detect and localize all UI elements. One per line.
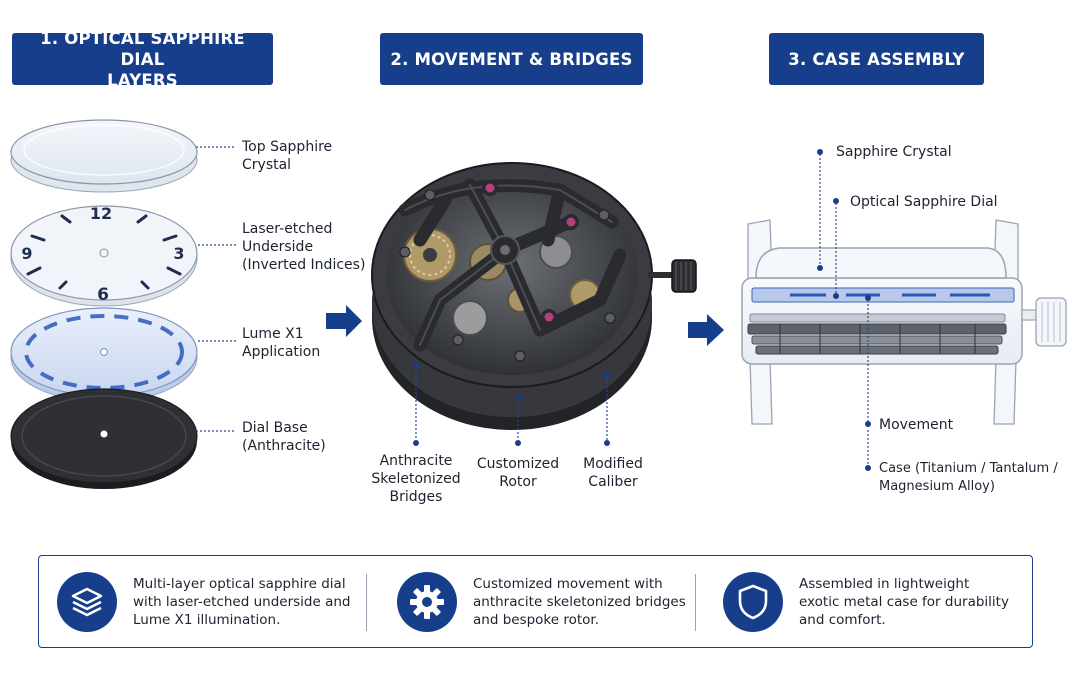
header-dial-layers-line2: LAYERS	[107, 70, 178, 90]
header-dial-layers-line1: 1. OPTICAL SAPPHIRE DIAL	[40, 28, 245, 69]
label-dial-base-line1: Dial Base	[242, 420, 308, 436]
ruby-jewels	[482, 180, 579, 325]
label-rotor-line2: Rotor	[499, 474, 537, 490]
numeral-3: 3	[173, 244, 184, 263]
label-movement: Movement	[879, 417, 954, 433]
label-case-line1: Case (Titanium / Tantalum /	[879, 461, 1058, 476]
dial-base-disc	[10, 388, 198, 489]
label-rotor-line1: Customized	[476, 456, 560, 472]
label-caliber-line2: Caliber	[588, 474, 638, 490]
label-laser-etched-line3: (Inverted Indices)	[242, 257, 366, 273]
numeral-6: 6	[97, 285, 109, 305]
label-case-line2: Magnesium Alloy)	[879, 479, 995, 494]
label-top-sapphire-crystal-line2: Crystal	[242, 157, 292, 173]
header-case-assembly: 3. CASE ASSEMBLY	[769, 33, 984, 85]
feature-dial-text: Multi-layer optical sapphire dial with l…	[133, 575, 350, 629]
arrow-to-movement	[326, 305, 362, 337]
label-modified-caliber: Modified Caliber	[570, 455, 656, 491]
feature-movement-line3: and bespoke rotor.	[473, 611, 600, 628]
feature-case-line3: and comfort.	[799, 611, 886, 628]
label-caliber-line1: Modified	[583, 456, 643, 472]
feature-movement-line1: Customized movement with	[473, 575, 663, 592]
label-sapphire-crystal: Sapphire Crystal	[836, 144, 952, 160]
feature-movement-text: Customized movement with anthracite skel…	[473, 575, 686, 629]
label-optical-sapphire-dial: Optical Sapphire Dial	[850, 194, 998, 210]
header-movement: 2. MOVEMENT & BRIDGES	[380, 33, 643, 85]
feature-divider	[695, 574, 696, 631]
label-top-sapphire-crystal: Top Sapphire Crystal	[242, 138, 332, 174]
lume-x1-disc	[10, 307, 198, 403]
label-lume-x1-line2: Application	[242, 344, 321, 360]
feature-movement: Customized movement with anthracite skel…	[397, 556, 697, 647]
label-lume-x1-line1: Lume X1	[242, 326, 304, 342]
feature-dial-line3: Lume X1 illumination.	[133, 611, 281, 628]
numeral-9: 9	[21, 244, 32, 263]
label-bridges-line3: Bridges	[389, 489, 443, 505]
layers-icon	[57, 571, 117, 632]
feature-case: Assembled in lightweight exotic metal ca…	[723, 556, 1023, 647]
case-assembly-drawing	[741, 219, 1067, 425]
laser-etched-dial-disc: 12 3 6 9	[10, 204, 198, 307]
feature-divider	[366, 574, 367, 631]
label-bridges-line2: Skeletonized	[371, 471, 461, 487]
label-dial-base: Dial Base (Anthracite)	[242, 419, 326, 455]
watch-movement	[371, 162, 697, 430]
label-laser-etched: Laser-etched Underside (Inverted Indices…	[242, 220, 365, 274]
arrow-to-case	[688, 314, 724, 346]
feature-case-line1: Assembled in lightweight	[799, 575, 970, 592]
shield-icon	[723, 571, 783, 632]
numeral-12: 12	[90, 204, 112, 223]
label-bridges-line1: Anthracite	[379, 453, 453, 469]
feature-dial: Multi-layer optical sapphire dial with l…	[57, 556, 367, 647]
label-lume-x1: Lume X1 Application	[242, 325, 320, 361]
feature-summary-panel: Multi-layer optical sapphire dial with l…	[38, 555, 1033, 648]
label-laser-etched-line2: Underside	[242, 239, 314, 255]
label-customized-rotor: Customized Rotor	[470, 455, 566, 491]
feature-movement-line2: anthracite skeletonized bridges	[473, 593, 686, 610]
label-case-materials: Case (Titanium / Tantalum / Magnesium Al…	[879, 460, 1058, 496]
feature-dial-line2: with laser-etched underside and	[133, 593, 351, 610]
label-skeletonized-bridges: Anthracite Skeletonized Bridges	[366, 452, 466, 506]
label-dial-base-line2: (Anthracite)	[242, 438, 326, 454]
feature-case-line2: exotic metal case for durability	[799, 593, 1009, 610]
gear-icon	[397, 571, 457, 632]
label-laser-etched-line1: Laser-etched	[242, 221, 333, 237]
label-top-sapphire-crystal-line1: Top Sapphire	[242, 139, 333, 155]
feature-case-text: Assembled in lightweight exotic metal ca…	[799, 575, 1009, 629]
top-sapphire-crystal-disc	[10, 119, 198, 193]
feature-dial-line1: Multi-layer optical sapphire dial	[133, 575, 346, 592]
